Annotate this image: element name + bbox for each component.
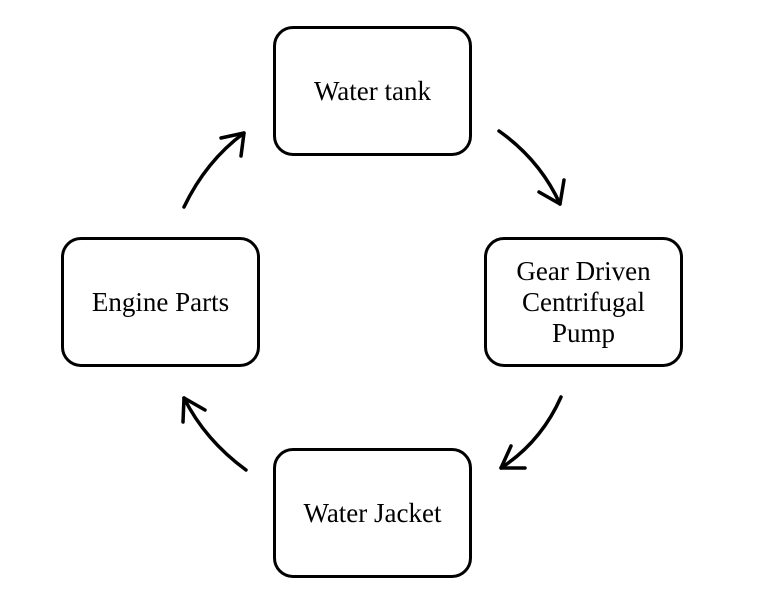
node-water-jacket: Water Jacket xyxy=(273,448,472,578)
node-label: Engine Parts xyxy=(91,286,230,317)
node-label: Water Jacket xyxy=(303,497,442,528)
arrow-jacket-to-parts xyxy=(181,396,248,472)
arrow-tank-to-pump xyxy=(497,129,566,206)
arrow-parts-to-tank xyxy=(182,131,246,209)
node-gear-driven-centrifugal-pump: Gear Driven Centrifugal Pump xyxy=(484,237,683,367)
node-label: Gear Driven Centrifugal Pump xyxy=(516,255,651,348)
node-engine-parts: Engine Parts xyxy=(61,237,260,367)
node-label: Water tank xyxy=(313,75,432,106)
node-water-tank: Water tank xyxy=(273,26,472,156)
arrow-pump-to-jacket xyxy=(499,395,563,470)
